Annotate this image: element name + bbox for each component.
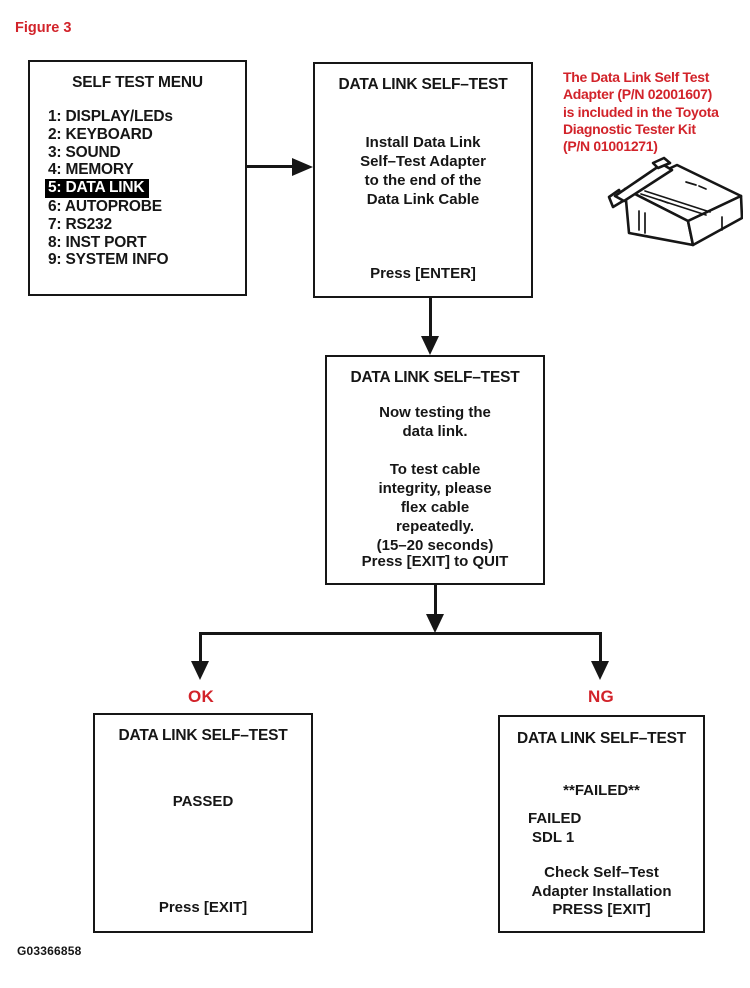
flow-arrow-testing-to-branch	[434, 585, 437, 616]
install-body-line: Data Link Cable	[366, 191, 480, 208]
menu-item: 9: SYSTEM INFO	[48, 251, 169, 269]
install-body-line: to the end of the	[364, 172, 482, 189]
branch-drop-ng	[599, 632, 602, 663]
arrowhead-down-icon	[421, 336, 439, 355]
menu-item: 8: INST PORT	[48, 233, 147, 251]
passed-result: PASSED	[172, 793, 234, 810]
figure-label: Figure 3	[15, 20, 72, 36]
testing-instruction-line: flex cable	[400, 499, 470, 516]
arrowhead-down-icon	[591, 661, 609, 680]
failed-action: PRESS [EXIT]	[552, 901, 651, 918]
note-line: (P/N 01001271)	[563, 138, 658, 155]
failed-title: DATA LINK SELF–TEST	[517, 730, 686, 747]
menu-list: 1: DISPLAY/LEDs 2: KEYBOARD 3: SOUND 4: …	[45, 108, 173, 269]
testing-instruction-line: To test cable	[389, 461, 481, 478]
passed-title: DATA LINK SELF–TEST	[118, 727, 288, 744]
install-action: Press [ENTER]	[370, 265, 476, 282]
menu-item: 3: SOUND	[48, 143, 121, 161]
install-body-line: Install Data Link	[365, 134, 481, 151]
arrowhead-down-icon	[191, 661, 209, 680]
passed-action: Press [EXIT]	[158, 899, 248, 916]
failed-advice-line: Adapter Installation	[531, 883, 672, 900]
adapter-note: The Data Link Self Test Adapter (P/N 020…	[563, 69, 750, 155]
testing-action: Press [EXIT] to QUIT	[361, 553, 509, 570]
note-line: is included in the Toyota	[563, 103, 719, 120]
menu-item-selected: 5: DATA LINK	[45, 179, 173, 198]
failed-screen: DATA LINK SELF–TEST **FAILED** FAILED SD…	[498, 715, 705, 933]
menu-item: 7: RS232	[48, 215, 112, 233]
install-adapter-screen: DATA LINK SELF–TEST Install Data Link Se…	[313, 62, 533, 298]
branch-horizontal-line	[199, 632, 602, 635]
menu-item: 2: KEYBOARD	[48, 125, 153, 143]
arrowhead-right-icon	[292, 158, 313, 176]
note-line: The Data Link Self Test	[563, 69, 710, 85]
menu-item: 6: AUTOPROBE	[48, 197, 162, 215]
graphic-id-code: G03366858	[17, 944, 82, 958]
failed-detail-line: SDL 1	[532, 829, 575, 847]
flow-arrow-install-to-testing	[429, 298, 432, 337]
arrowhead-down-icon	[426, 614, 444, 633]
menu-item: 1: DISPLAY/LEDs	[48, 108, 173, 125]
branch-drop-ok	[199, 632, 202, 663]
failed-detail-line: FAILED	[528, 810, 582, 827]
menu-title: SELF TEST MENU	[72, 74, 203, 91]
note-line: Diagnostic Tester Kit	[563, 120, 696, 137]
testing-title: DATA LINK SELF–TEST	[350, 369, 520, 386]
failed-result-header: **FAILED**	[563, 782, 640, 799]
note-line: Adapter (P/N 02001607)	[563, 86, 713, 103]
install-body-line: Self–Test Adapter	[360, 153, 486, 170]
testing-screen: DATA LINK SELF–TEST Now testing the data…	[325, 355, 545, 585]
ng-branch-label: NG	[587, 687, 615, 706]
testing-instruction-line: integrity, please	[378, 480, 492, 497]
testing-instruction-line: (15–20 seconds)	[376, 537, 494, 554]
flow-arrow-menu-to-install	[247, 165, 293, 168]
menu-item: 4: MEMORY	[48, 161, 134, 179]
ok-branch-label: OK	[187, 687, 215, 706]
failed-advice-line: Check Self–Test	[544, 864, 659, 881]
testing-status-line: Now testing the	[379, 404, 491, 421]
testing-instruction-line: repeatedly.	[395, 518, 475, 535]
self-test-menu-screen: SELF TEST MENU 1: DISPLAY/LEDs 2: KEYBOA…	[28, 60, 247, 296]
testing-status-line: data link.	[402, 423, 468, 440]
data-link-self-test-adapter-illustration	[607, 156, 743, 247]
passed-screen: DATA LINK SELF–TEST PASSED Press [EXIT]	[93, 713, 313, 933]
install-title: DATA LINK SELF–TEST	[338, 76, 508, 93]
failed-detail: FAILED SDL 1	[528, 809, 581, 848]
